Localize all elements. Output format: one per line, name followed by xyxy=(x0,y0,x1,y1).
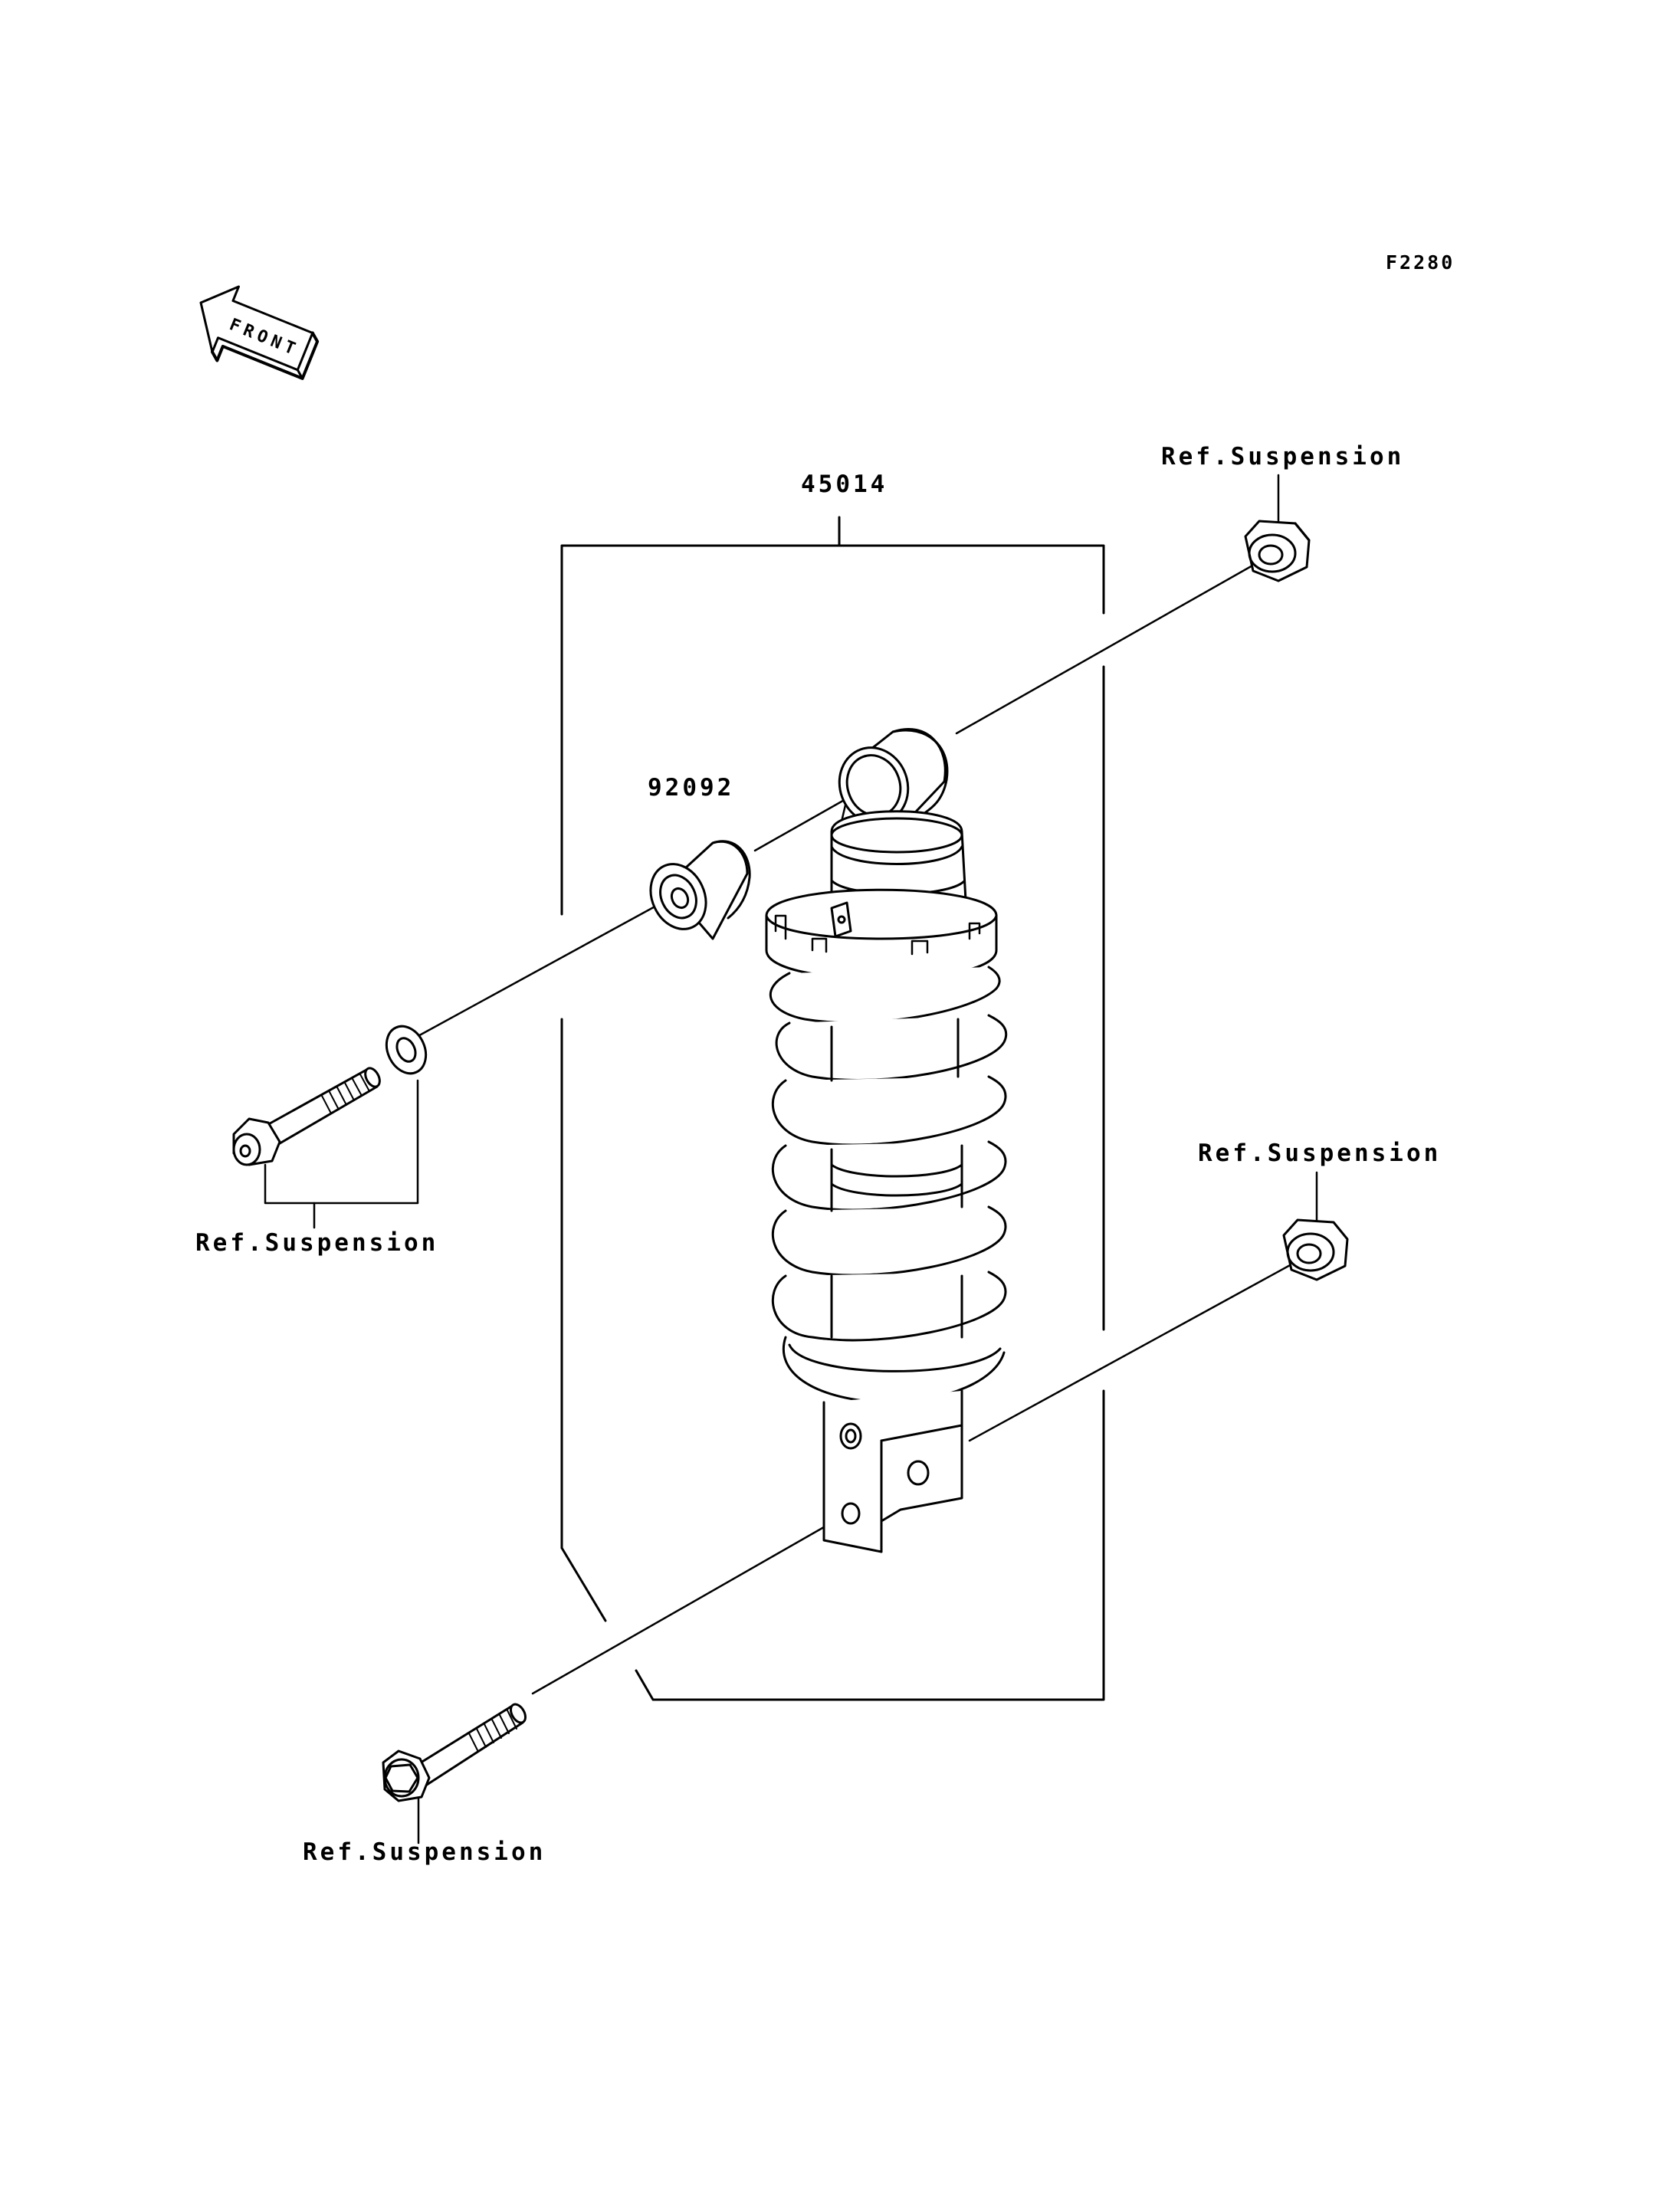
ref-suspension-bottom: Ref.Suspension xyxy=(303,1838,546,1866)
shock-absorber xyxy=(765,727,1007,1553)
bushing-92092 xyxy=(649,840,751,940)
assembly-bracket xyxy=(560,516,1105,1701)
nut-top-right xyxy=(1244,520,1311,582)
nut-mid-right xyxy=(1282,1218,1349,1281)
bolt-left xyxy=(232,1067,381,1166)
ref-suspension-left: Ref.Suspension xyxy=(195,1229,439,1257)
diagram-code: F2280 xyxy=(1386,251,1455,274)
ref-suspension-mid-right: Ref.Suspension xyxy=(1198,1139,1442,1167)
washer-left xyxy=(385,1025,428,1075)
part-number-92092: 92092 xyxy=(648,774,735,802)
leader-lines xyxy=(264,474,1318,1844)
bolt-bottom xyxy=(382,1703,527,1802)
part-number-45014: 45014 xyxy=(801,471,888,498)
front-arrow-icon: FRONT xyxy=(199,285,320,380)
ref-suspension-top-right: Ref.Suspension xyxy=(1161,443,1405,471)
